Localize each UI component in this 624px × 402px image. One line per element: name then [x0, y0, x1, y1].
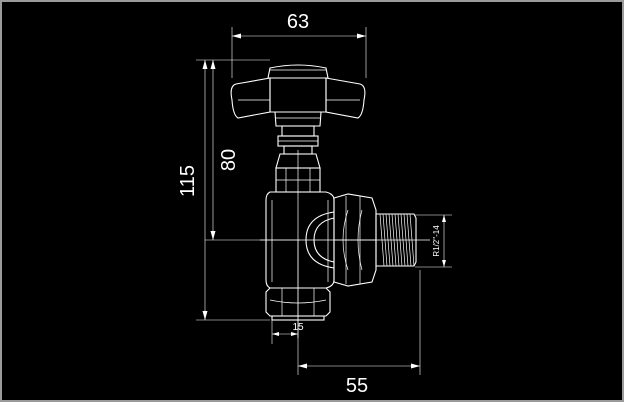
handwheel: [230, 64, 366, 127]
dimension-top-width: 63: [231, 11, 367, 78]
bottom-nut: [265, 287, 331, 321]
dimension-inner-label: 80: [218, 149, 240, 171]
dimension-bottom-width: 55: [298, 270, 421, 397]
spindle: [275, 125, 321, 193]
union-nut: [333, 193, 377, 287]
dimension-bottom-label: 55: [346, 375, 368, 397]
dimension-pipe-center: 15: [271, 240, 304, 375]
dimension-thread-label: R1/2"-14: [432, 225, 441, 257]
dimension-total-height: 115: [177, 59, 270, 321]
centre-lines: [260, 150, 430, 338]
threaded-tail: [375, 213, 417, 267]
dimension-total-label: 115: [177, 165, 199, 197]
dimension-thread: R1/2"-14: [415, 214, 452, 268]
dimension-top-label: 63: [287, 11, 309, 33]
dimension-inner-height: 80: [205, 60, 300, 241]
